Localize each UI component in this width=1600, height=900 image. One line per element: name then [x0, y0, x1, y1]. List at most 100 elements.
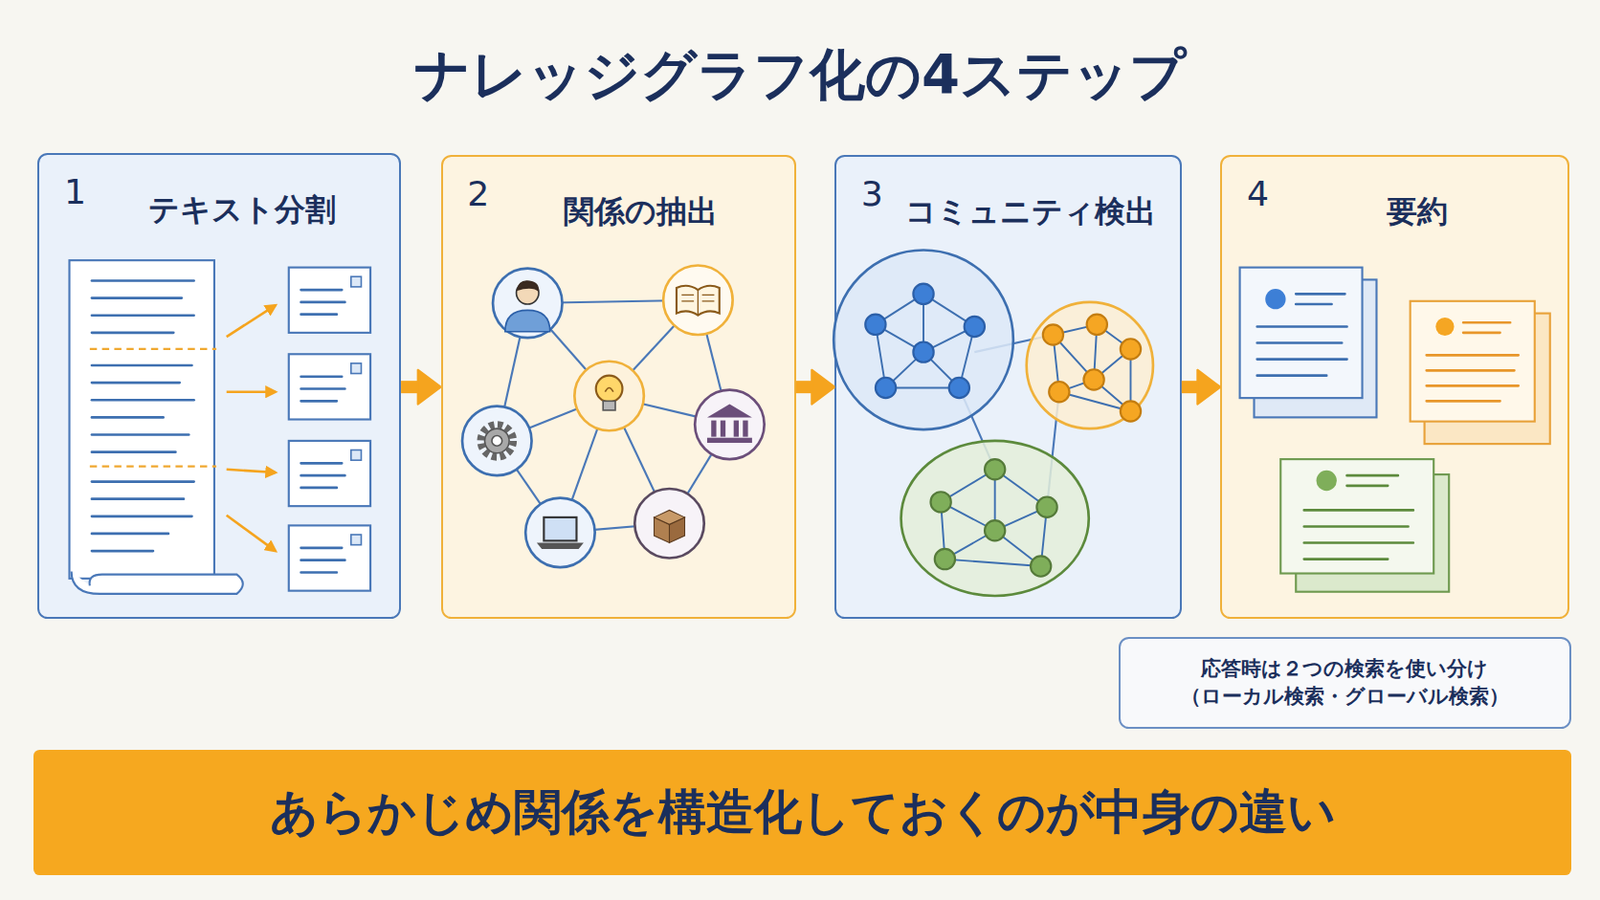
chunk-card	[301, 463, 346, 489]
relation-link	[669, 424, 731, 524]
document-lines	[91, 497, 184, 501]
document-lines	[91, 364, 193, 368]
community-area	[1026, 302, 1154, 429]
community-node	[964, 316, 985, 337]
step-heading: 要約	[1275, 193, 1560, 230]
person-icon	[505, 310, 551, 332]
book-icon	[681, 289, 714, 316]
document-lines	[91, 381, 180, 385]
community-edge	[875, 293, 975, 388]
summary-text: あらかじめ関係を構造化しておくのが中身の違い	[253, 783, 1353, 842]
summary-card	[1240, 267, 1363, 399]
chunk-card	[301, 377, 346, 402]
community-node	[912, 341, 934, 362]
document-lines	[91, 313, 195, 317]
step-number: 4	[1246, 175, 1269, 214]
summary-card	[1265, 288, 1286, 310]
community-area	[901, 441, 1089, 597]
summary-band: あらかじめ関係を構造化しておくのが中身の違い	[33, 750, 1572, 876]
building-icon	[742, 421, 748, 438]
chunk-card	[351, 450, 362, 462]
community-link	[974, 334, 1053, 353]
flow-arrow	[1181, 370, 1222, 405]
chunk-card	[288, 441, 371, 507]
community-node	[865, 284, 985, 399]
entity-circle	[574, 361, 645, 432]
box-icon	[654, 517, 670, 544]
community-node	[1120, 338, 1141, 359]
building-icon	[733, 421, 739, 438]
book-icon	[676, 286, 720, 316]
relation-link	[559, 396, 609, 534]
community-node	[1083, 369, 1104, 390]
document-lines	[91, 332, 174, 335]
relation-link	[496, 441, 560, 534]
note-box: 応答時は２つの検索を使い分け （ローカル検索・グローバル検索）	[1118, 637, 1572, 730]
community-node	[930, 459, 1057, 578]
community-node	[1087, 314, 1108, 335]
flow-arrow	[796, 370, 836, 405]
building-icon	[711, 421, 716, 438]
document-lines	[91, 399, 195, 402]
relation-link	[496, 396, 609, 442]
relation-link	[697, 300, 730, 425]
entity-circle	[634, 488, 705, 559]
split-line	[89, 465, 217, 467]
entity-circle	[462, 406, 533, 477]
split-arrow	[226, 390, 276, 394]
arrow-shaft	[796, 380, 817, 394]
laptop-icon	[536, 517, 584, 550]
relation-link	[527, 300, 698, 304]
laptop-icon	[543, 517, 577, 542]
building-icon	[707, 404, 753, 445]
summary-card	[1435, 317, 1454, 336]
chunk-card	[351, 534, 362, 546]
community-node	[875, 377, 896, 399]
community-node	[1120, 400, 1141, 422]
community-link	[1046, 392, 1060, 508]
person-icon	[516, 280, 540, 292]
arrow-head	[418, 370, 442, 405]
box-icon	[654, 510, 686, 525]
arrow-shaft	[1181, 380, 1202, 394]
relation-link	[527, 303, 609, 397]
community-node	[865, 314, 886, 335]
gear-icon	[491, 436, 503, 447]
flow-arrow	[400, 370, 442, 405]
document-lines	[91, 550, 154, 554]
gear-icon	[480, 424, 513, 458]
document-lines	[91, 533, 169, 536]
building-icon	[707, 404, 753, 419]
community-node	[1043, 324, 1064, 345]
community-area	[833, 250, 1154, 597]
gear-icon	[480, 424, 513, 458]
step-panel: 2関係の抽出	[441, 155, 797, 620]
chunk-card	[351, 276, 362, 288]
community-node	[1043, 314, 1141, 423]
split-line	[89, 348, 217, 351]
relation-link	[609, 396, 670, 524]
bulb-icon	[596, 376, 623, 411]
step-panel: 4要約	[1220, 155, 1570, 620]
document-scroll	[71, 571, 244, 594]
document-lines	[91, 480, 195, 484]
chunk-card	[288, 525, 371, 591]
step-number: 2	[466, 175, 489, 214]
chunk-card	[288, 267, 371, 334]
split-arrow	[226, 305, 276, 552]
laptop-icon	[536, 543, 584, 550]
step-panel: 3コミュニティ検出	[834, 155, 1182, 620]
entity-circle	[694, 390, 765, 461]
chunk-card	[301, 548, 346, 574]
note-text: 応答時は２つの検索を使い分け （ローカル検索・グローバル検索）	[1120, 655, 1570, 712]
diagram-title: ナレッジグラフ化の4ステップ	[0, 44, 1600, 106]
entity-circle	[525, 498, 596, 569]
chunk-card	[288, 354, 371, 420]
community-node	[1048, 381, 1069, 402]
step-panel: 1テキスト分割	[37, 153, 401, 620]
chunk-card	[351, 363, 362, 375]
community-node	[1030, 555, 1051, 577]
arrow-shaft	[400, 380, 423, 394]
chunk-card	[288, 267, 371, 592]
